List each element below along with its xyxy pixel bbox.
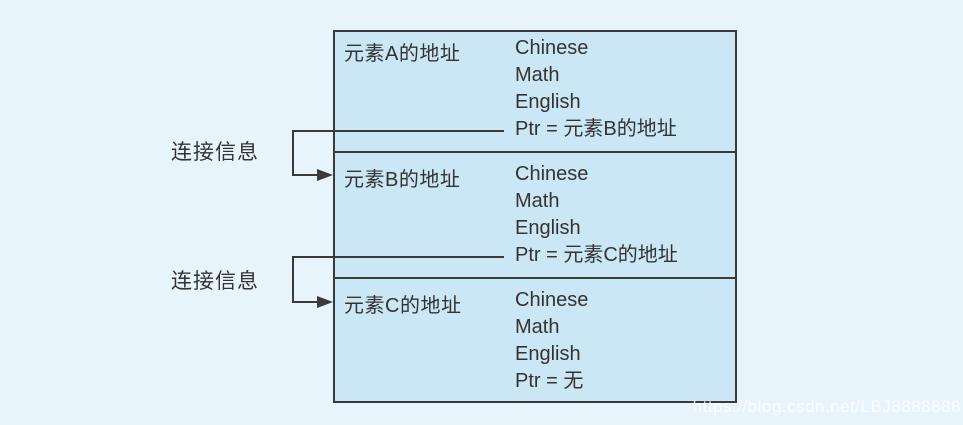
node-c-field-english: English — [515, 343, 581, 365]
node-b-field-chinese: Chinese — [515, 163, 589, 185]
node-c-fields: Chinese Math English Ptr = 无 — [515, 287, 588, 395]
node-a-field-math: Math — [515, 64, 560, 86]
node-b-field-math: Math — [515, 190, 560, 212]
node-c-address-label: 元素C的地址 — [344, 295, 462, 317]
node-c-ptr-label: Ptr = 无 — [515, 370, 584, 392]
pointer-line-a-horizontal — [292, 130, 504, 132]
pointer-line-a-into-b — [292, 174, 319, 176]
pointer-line-b-vertical — [292, 256, 294, 303]
node-a-ptr-label: Ptr = 元素B的地址 — [515, 118, 677, 140]
node-b-section: 元素B的地址 Chinese Math English Ptr = 元素C的地址 — [335, 153, 735, 279]
node-c-field-chinese: Chinese — [515, 289, 589, 311]
link-info-label-2: 连接信息 — [171, 270, 259, 293]
pointer-line-a-vertical — [292, 130, 294, 176]
arrowhead-icon-b-to-c — [317, 296, 333, 308]
node-b-field-english: English — [515, 217, 581, 239]
pointer-line-b-horizontal — [292, 256, 504, 258]
node-a-section: 元素A的地址 Chinese Math English Ptr = 元素B的地址 — [335, 32, 735, 153]
memory-box: 元素A的地址 Chinese Math English Ptr = 元素B的地址… — [333, 30, 737, 403]
link-info-label-1: 连接信息 — [171, 141, 259, 164]
pointer-line-b-into-c — [292, 301, 319, 303]
watermark-text: https://blog.csdn.net/LBJ8888888 — [692, 397, 961, 416]
node-a-address-label: 元素A的地址 — [344, 43, 461, 65]
node-b-ptr-label: Ptr = 元素C的地址 — [515, 244, 678, 266]
node-a-field-chinese: Chinese — [515, 37, 589, 59]
node-c-section: 元素C的地址 Chinese Math English Ptr = 无 — [335, 279, 735, 401]
node-a-field-english: English — [515, 91, 581, 113]
node-b-fields: Chinese Math English Ptr = 元素C的地址 — [515, 161, 678, 269]
arrowhead-icon-a-to-b — [317, 169, 333, 181]
node-a-fields: Chinese Math English Ptr = 元素B的地址 — [515, 35, 677, 143]
node-c-field-math: Math — [515, 316, 560, 338]
node-b-address-label: 元素B的地址 — [344, 169, 461, 191]
